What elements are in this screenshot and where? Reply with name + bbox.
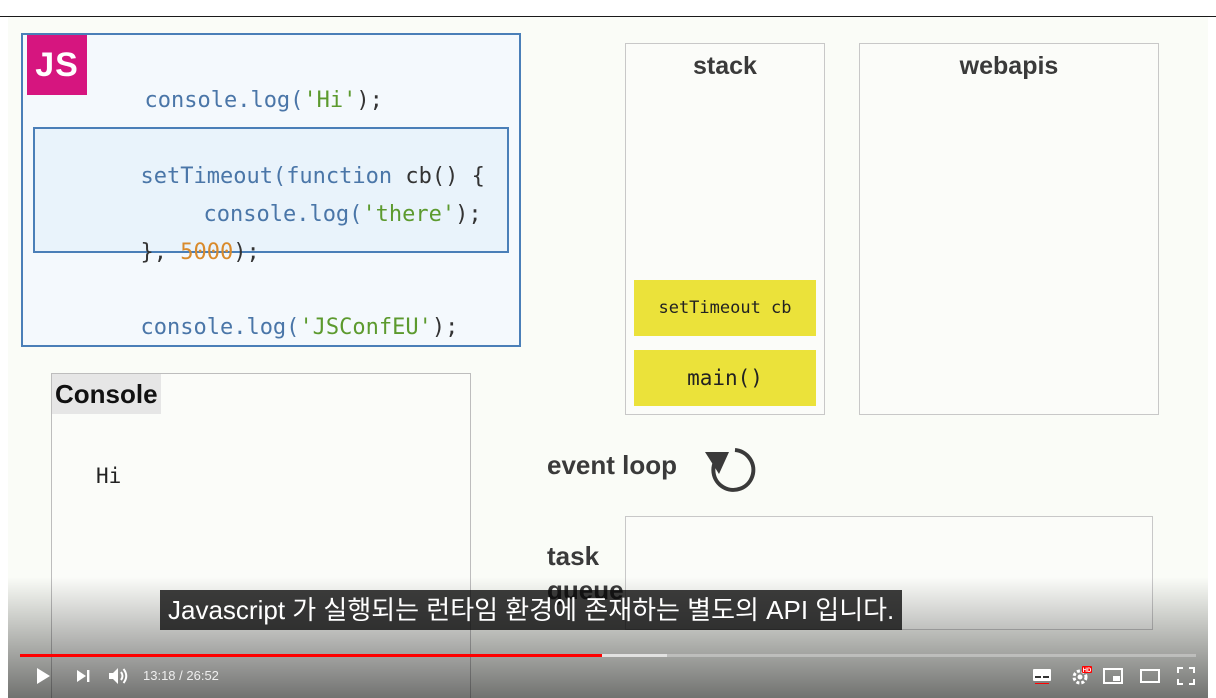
play-icon — [37, 668, 50, 684]
code-token: 5000 — [180, 240, 234, 265]
code-panel: console.log('Hi'); setTimeout(function c… — [21, 33, 521, 347]
progress-bar[interactable] — [20, 654, 1196, 657]
video-frame[interactable]: console.log('Hi'); setTimeout(function c… — [8, 17, 1208, 698]
console-output-line: Hi — [96, 464, 122, 488]
event-loop-icon — [705, 448, 756, 492]
code-line-2: setTimeout(function cb() { — [61, 139, 485, 214]
webapis-title: webapis — [959, 52, 1059, 80]
stack-frame-main: main() — [634, 350, 816, 406]
theater-mode-button[interactable] — [1138, 663, 1162, 689]
event-loop-label: event loop — [547, 450, 678, 480]
code-line-5: console.log('JSConfEU'); — [61, 290, 458, 365]
code-line-1: console.log('Hi'); — [65, 63, 383, 138]
settings-button[interactable]: HD — [1068, 663, 1094, 689]
top-bar — [0, 0, 1216, 17]
code-token: ); — [356, 88, 383, 113]
miniplayer-icon — [1103, 668, 1123, 684]
code-token: console.log( — [144, 88, 304, 113]
theater-icon — [1140, 669, 1160, 683]
js-logo: JS — [27, 35, 87, 95]
stack-frame-settimeout-cb: setTimeout cb — [634, 280, 816, 336]
code-token: 'JSConfEU' — [299, 315, 432, 340]
hd-badge: HD — [1083, 668, 1092, 674]
fullscreen-icon — [1177, 667, 1195, 685]
fullscreen-button[interactable] — [1174, 663, 1198, 689]
code-token: cb() { — [392, 164, 485, 189]
settings-icon: HD — [1072, 666, 1092, 685]
subtitles-icon — [1033, 669, 1051, 684]
console-title: Console — [52, 374, 161, 414]
code-line-4: }, 5000); — [61, 215, 260, 290]
stack-title: stack — [693, 52, 757, 80]
time-display: 13:18 / 26:52 — [143, 668, 219, 683]
volume-icon — [109, 668, 128, 684]
code-token: ); — [233, 240, 260, 265]
code-line-3: console.log('there'); — [124, 177, 482, 252]
code-token: setTimeout( — [140, 164, 287, 189]
code-token: console.log( — [140, 315, 300, 340]
volume-button[interactable] — [107, 663, 131, 689]
code-token: function — [286, 164, 393, 189]
next-button[interactable] — [72, 663, 94, 689]
task-queue-label-line1: task — [547, 541, 600, 571]
code-token: ); — [431, 315, 459, 340]
miniplayer-button[interactable] — [1101, 663, 1125, 689]
code-token: 'Hi' — [303, 88, 357, 113]
webapis-panel: webapis — [859, 43, 1159, 415]
settimeout-highlight — [33, 127, 509, 253]
call-stack-panel: stack setTimeout cb main() — [625, 43, 825, 415]
code-token: 'there' — [362, 202, 456, 227]
play-button[interactable] — [32, 663, 54, 689]
code-token: ); — [455, 202, 482, 227]
subtitle-caption: Javascript 가 실행되는 런타임 환경에 존재하는 별도의 API 입… — [160, 590, 903, 630]
code-token: }, — [140, 240, 181, 265]
next-icon — [77, 670, 90, 682]
progress-played — [20, 654, 603, 657]
code-token: console.log( — [203, 202, 363, 227]
subtitles-button[interactable] — [1030, 663, 1054, 689]
